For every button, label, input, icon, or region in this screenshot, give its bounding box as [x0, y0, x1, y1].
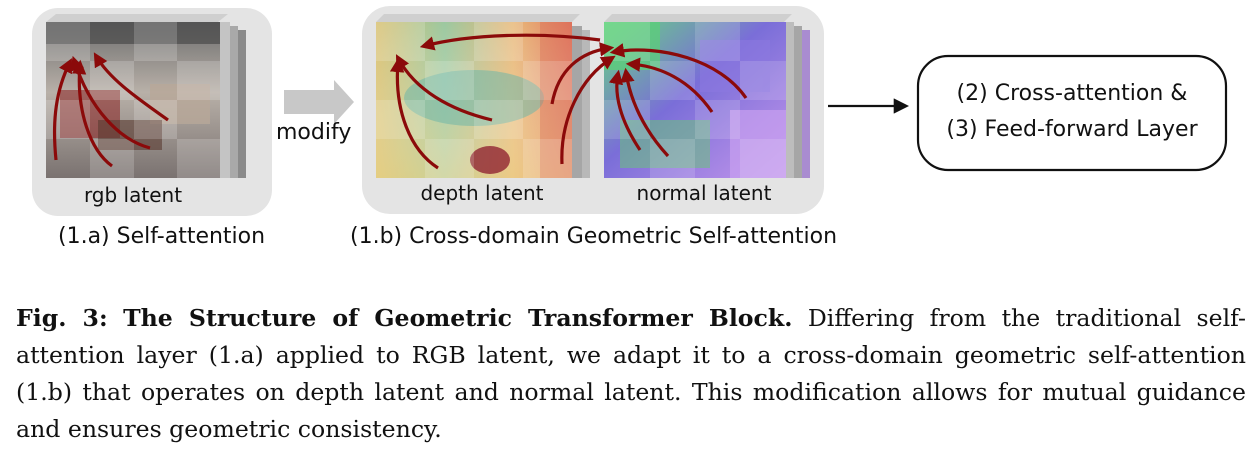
- rgb-latent-panel: [32, 8, 272, 216]
- cross-domain-subcaption: (1.b) Cross-domain Geometric Self-attent…: [350, 224, 838, 249]
- rgb-latent-label: rgb latent: [83, 183, 183, 207]
- modify-arrow: [284, 80, 354, 124]
- depth-latent-label: depth latent: [420, 181, 544, 205]
- output-box: [916, 54, 1228, 172]
- output-box-line2: (3) Feed-forward Layer: [946, 117, 1198, 142]
- self-attention-subcaption: (1.a) Self-attention: [58, 224, 266, 249]
- output-box-text: (2) Cross-attention & (3) Feed-forward L…: [918, 76, 1226, 148]
- normal-latent-stack: [604, 14, 810, 178]
- caption-title: The Structure of Geometric Transformer B…: [123, 304, 793, 332]
- caption-body: Differing from the traditional self-atte…: [16, 304, 1247, 443]
- figure-diagram: [32, 6, 1228, 216]
- depth-latent-stack: [376, 14, 590, 178]
- output-box-line1: (2) Cross-attention &: [956, 81, 1188, 106]
- normal-latent-label: normal latent: [636, 181, 772, 205]
- caption-label: Fig. 3:: [16, 304, 108, 332]
- figure-caption: Fig. 3: The Structure of Geometric Trans…: [16, 300, 1246, 448]
- cross-domain-panel: [362, 6, 824, 214]
- modify-label: modify: [276, 120, 352, 145]
